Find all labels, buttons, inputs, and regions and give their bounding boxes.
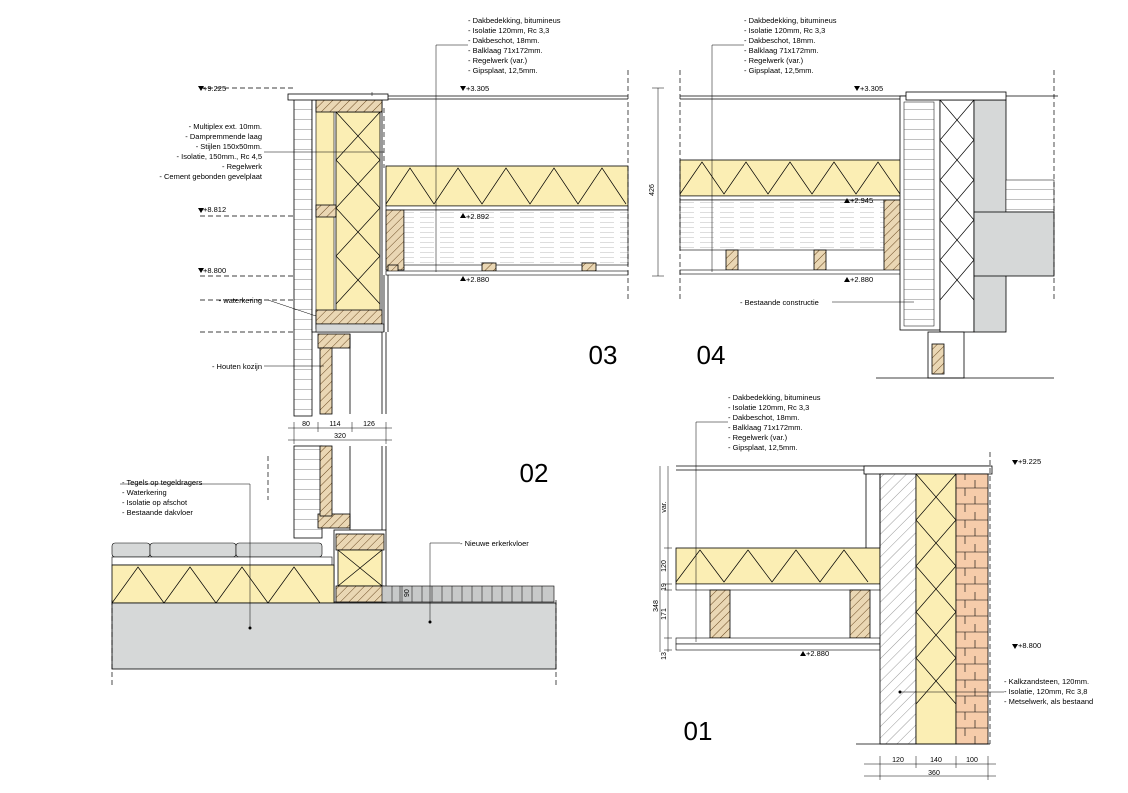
brick-facade <box>293 95 313 417</box>
wall-layer-label: - Multiplex ext. 10mm. <box>189 122 262 131</box>
wall-layer-label: - Regelwerk <box>222 162 262 171</box>
wall-layer-list: - Kalkzandsteen, 120mm. - Isolatie, 120m… <box>1004 677 1093 706</box>
level-label: +2.945 <box>850 196 873 205</box>
detail-02: 90 - Tegels op tegeldragers - Waterkerin… <box>111 362 557 686</box>
roof-layer-label: - Dakbedekking, bitumineus <box>728 393 821 402</box>
wall-layer-label: - Cement gebonden gevelplaat <box>159 172 262 181</box>
roof-beam <box>849 589 871 639</box>
level-label: +8.812 <box>203 205 226 214</box>
roof-layer-label: - Regelwerk (var.) <box>728 433 788 442</box>
roof-layer-label: - Balklaag 71x172mm. <box>468 46 543 55</box>
roof-layer-label: - Balklaag 71x172mm. <box>728 423 803 432</box>
roof-layer-label: - Dakbedekking, bitumineus <box>468 16 561 25</box>
floor-layer-label: - Waterkering <box>122 488 167 497</box>
roof-layer-list: - Dakbedekking, bitumineus - Isolatie 12… <box>744 16 837 75</box>
roof-layer-label: - Dakbeschot, 18mm. <box>468 36 539 45</box>
dimension-label: 80 <box>302 421 310 428</box>
dimension-label: 90 <box>404 589 411 597</box>
roof-insulation <box>675 547 881 585</box>
wall-insulation <box>335 111 381 327</box>
dimension-total: 320 <box>334 433 346 440</box>
roof-insulation <box>679 159 907 197</box>
detail-number: 03 <box>589 340 618 370</box>
floor-layer-label: - Tegels op tegeldragers <box>122 478 203 487</box>
existing-construction-label: - Bestaande constructie <box>740 298 819 307</box>
new-bay-floor <box>381 585 555 603</box>
new-floor-label: - Nieuwe erkerkvloer <box>460 539 529 548</box>
dimension-label: 171 <box>661 608 668 620</box>
roof-layer-list: - Dakbedekking, bitumineus - Isolatie 12… <box>468 16 561 75</box>
wall-layer-list: - Multiplex ext. 10mm. - Dampremmende la… <box>159 122 262 181</box>
roof-layer-label: - Gipsplaat, 12,5mm. <box>728 443 798 452</box>
level-label: +2.880 <box>466 275 489 284</box>
roof-layer-label: - Dakbedekking, bitumineus <box>744 16 837 25</box>
level-label: +2.880 <box>850 275 873 284</box>
wall-layer-label: - Stijlen 150x50mm. <box>196 142 262 151</box>
roof-beam <box>709 589 731 639</box>
wall-layer-label: - Isolatie, 120mm, Rc 3,8 <box>1004 687 1087 696</box>
roof-layer-label: - Regelwerk (var.) <box>468 56 528 65</box>
dimension-label: 114 <box>329 421 340 428</box>
level-label: +9.225 <box>203 84 226 93</box>
dimension-label: 120 <box>661 560 668 572</box>
roof-beam <box>385 209 405 271</box>
wall-layer-label: - Kalkzandsteen, 120mm. <box>1004 677 1089 686</box>
dimension-label: 140 <box>930 757 942 764</box>
wall-layer-label: - Metselwerk, als bestaand <box>1004 697 1093 706</box>
floor-layer-list: - Tegels op tegeldragers - Waterkering -… <box>122 478 203 517</box>
roof-layer-label: - Dakbeschot, 18mm. <box>728 413 799 422</box>
dimension-label: 126 <box>363 421 375 428</box>
level-markers <box>198 86 1018 656</box>
detail-number: 01 <box>684 716 713 746</box>
floor-insulation <box>111 564 335 604</box>
roof-layer-label: - Isolatie 120mm, Rc 3,3 <box>468 26 549 35</box>
roof-layer-label: - Isolatie 120mm, Rc 3,3 <box>728 403 809 412</box>
detail-03: +9.225 +8.812 +8.800 +3.305 +2.892 +2.88… <box>159 16 629 444</box>
brick-masonry <box>955 473 989 745</box>
roof-layer-label: - Gipsplaat, 12,5mm. <box>468 66 538 75</box>
roof-layer-label: - Gipsplaat, 12,5mm. <box>744 66 814 75</box>
wall-layer-label: - Isolatie, 150mm., Rc 4,5 <box>177 152 262 161</box>
roof-insulation <box>385 165 629 207</box>
level-label: +2.880 <box>806 649 829 658</box>
roof-layer-label: - Regelwerk (var.) <box>744 56 804 65</box>
floor-layer-label: - Bestaande dakvloer <box>122 508 193 517</box>
wall-layer-label: - Dampremmende laag <box>185 132 262 141</box>
frame-label: - Houten kozijn <box>212 362 262 371</box>
level-label: +2.892 <box>466 212 489 221</box>
dimension-label: 426 <box>649 184 656 196</box>
limestone-wall <box>879 473 917 745</box>
dimension-label: 19 <box>661 583 668 591</box>
floor-layer-label: - Isolatie op afschot <box>122 498 188 507</box>
detail-number: 02 <box>520 458 549 488</box>
level-label: +3.305 <box>860 84 883 93</box>
level-label: +9.225 <box>1018 457 1041 466</box>
roof-layer-list: - Dakbedekking, bitumineus - Isolatie 12… <box>728 393 821 452</box>
dimension-label: 13 <box>661 652 668 660</box>
detail-number: 04 <box>697 340 726 370</box>
waterproofing-label: - waterkering <box>219 296 262 305</box>
detail-01: var. 120 19 171 13 348 +9.225 +8.800 +2.… <box>653 393 1093 780</box>
dimension-total: 360 <box>928 770 940 777</box>
level-label: +3.305 <box>466 84 489 93</box>
window-frame <box>319 347 333 415</box>
dimension-label: 100 <box>966 757 978 764</box>
dimension-label: 120 <box>892 757 904 764</box>
wall-insulation <box>915 473 957 745</box>
roof-layer-label: - Isolatie 120mm, Rc 3,3 <box>744 26 825 35</box>
level-label: +8.800 <box>1018 641 1041 650</box>
existing-floor-slab <box>111 602 557 670</box>
dimension-total: 348 <box>653 600 660 612</box>
window-frame-head <box>317 333 351 349</box>
dimension-label: var. <box>661 501 668 512</box>
level-label: +8.800 <box>203 266 226 275</box>
roof-layer-label: - Dakbeschot, 18mm. <box>744 36 815 45</box>
roof-layer-label: - Balklaag 71x172mm. <box>744 46 819 55</box>
detail-04: 426 +3.305 +2.945 +2.880 - Dakbedekking,… <box>649 16 1058 379</box>
